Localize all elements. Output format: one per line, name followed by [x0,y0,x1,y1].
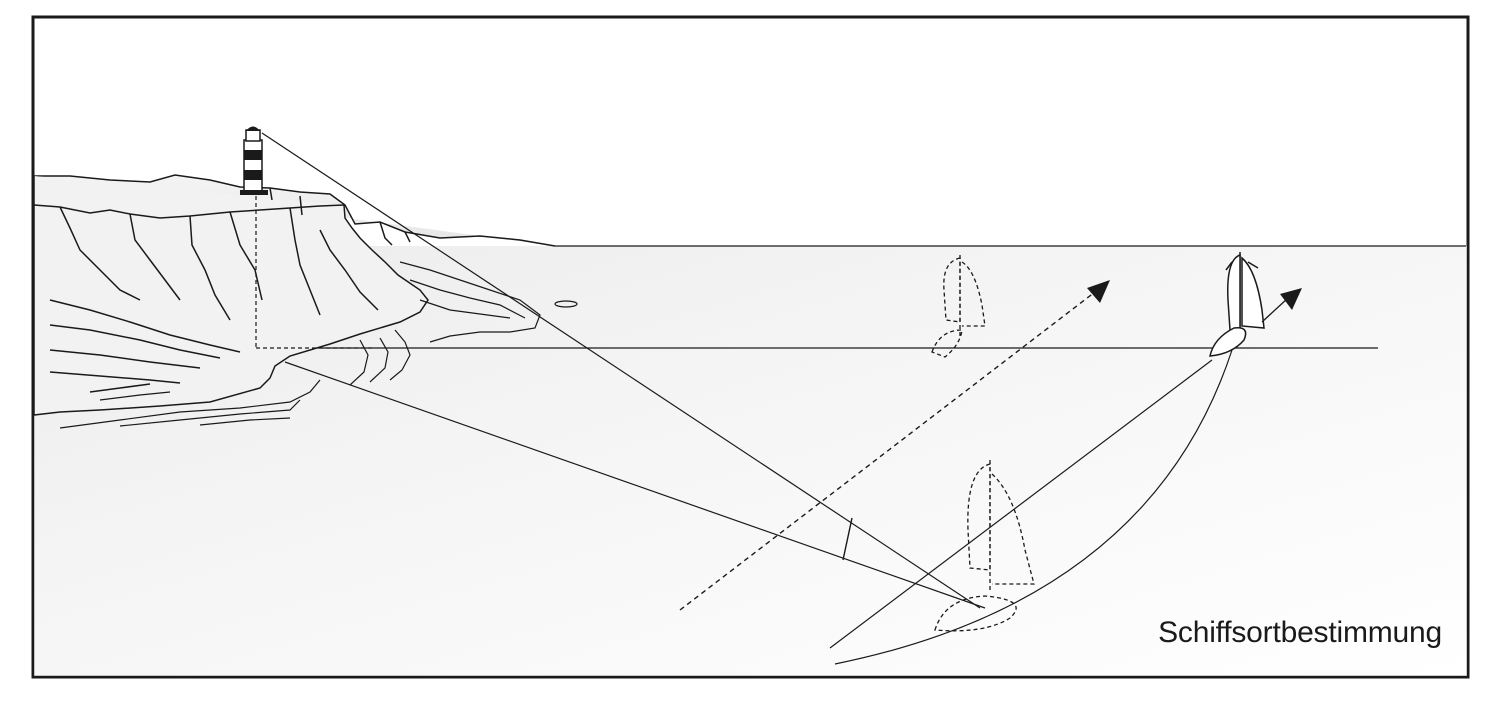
diagram-caption: Schiffsortbestimmung [1158,616,1442,650]
